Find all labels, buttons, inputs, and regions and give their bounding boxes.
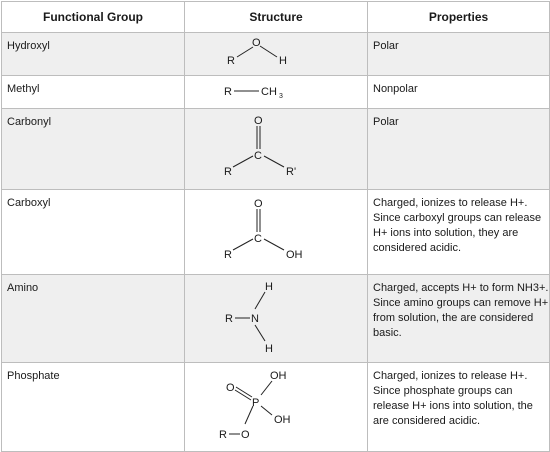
structure-amino: H R N H [184,274,368,363]
atom-h: H [279,55,287,67]
methyl-structure-drawing: R CH 3 [224,86,283,100]
atom-h-bottom: H [265,343,273,355]
carboxyl-structure-drawing: O C R OH [224,198,303,261]
atom-r: R [219,429,227,441]
atom-c: C [254,233,262,245]
property-text: Charged, ionizes to release H+. Since ph… [367,362,550,452]
atom-r-prime: R' [286,166,296,178]
structure-methyl: R CH 3 [184,75,368,109]
atom-oh: OH [286,249,303,261]
atom-r: R [224,249,232,261]
header-properties: Properties [367,1,550,33]
property-text: Nonpolar [367,75,550,109]
atom-n: N [251,313,259,325]
property-text: Polar [367,32,550,76]
hydroxyl-structure-drawing: R O H [227,37,287,67]
atom-oh-right: OH [274,414,291,426]
atom-r: R [224,166,232,178]
row-methyl: Methyl R CH 3 Nonpolar [1,75,550,109]
group-name: Methyl [1,75,185,109]
atom-oh-top: OH [270,370,287,382]
structure-carbonyl: O C R R' [184,108,368,190]
row-hydroxyl: Hydroxyl R O H Polar [1,32,550,76]
atom-ch: CH [261,86,277,98]
structure-hydroxyl: R O H [184,32,368,76]
atom-r: R [224,86,232,98]
header-functional-group: Functional Group [1,1,185,33]
row-phosphate: Phosphate OH O P OH [1,362,550,452]
atom-r: R [227,55,235,67]
property-text: Polar [367,108,550,190]
group-name: Amino [1,274,185,363]
group-name: Hydroxyl [1,32,185,76]
group-name: Carbonyl [1,108,185,190]
group-name: Phosphate [1,362,185,452]
group-name: Carboxyl [1,189,185,275]
structure-phosphate: OH O P OH R O [184,362,368,452]
atom-o: O [252,37,261,49]
row-carbonyl: Carbonyl O C R R' [1,108,550,190]
subscript-3: 3 [279,93,283,100]
atom-p: P [252,397,259,409]
structure-carboxyl: O C R OH [184,189,368,275]
row-amino: Amino H R N H Charged, [1,274,550,363]
property-text: Charged, ionizes to release H+. Since ca… [367,189,550,275]
property-text: Charged, accepts H+ to form NH3+. Since … [367,274,550,363]
atom-o-ester: O [241,429,250,441]
property-phosphate: Charged, ionizes to release H+. Since ph… [373,370,533,427]
row-carboxyl: Carboxyl O C R OH [1,189,550,275]
atom-o: O [254,198,263,210]
atom-c: C [254,150,262,162]
amino-structure-drawing: H R N H [225,281,273,355]
atom-o: O [254,115,263,127]
property-amino: Charged, accepts H+ to form NH3+. Since … [373,282,549,339]
header-structure: Structure [184,1,368,33]
atom-h-top: H [265,281,273,293]
atom-r: R [225,313,233,325]
header-row: Functional Group Structure Properties [1,1,550,33]
property-carboxyl: Charged, ionizes to release H+. Since ca… [373,197,542,254]
atom-o-double: O [226,382,235,394]
phosphate-structure-drawing: OH O P OH R O [219,370,291,441]
carbonyl-structure-drawing: O C R R' [224,115,296,178]
